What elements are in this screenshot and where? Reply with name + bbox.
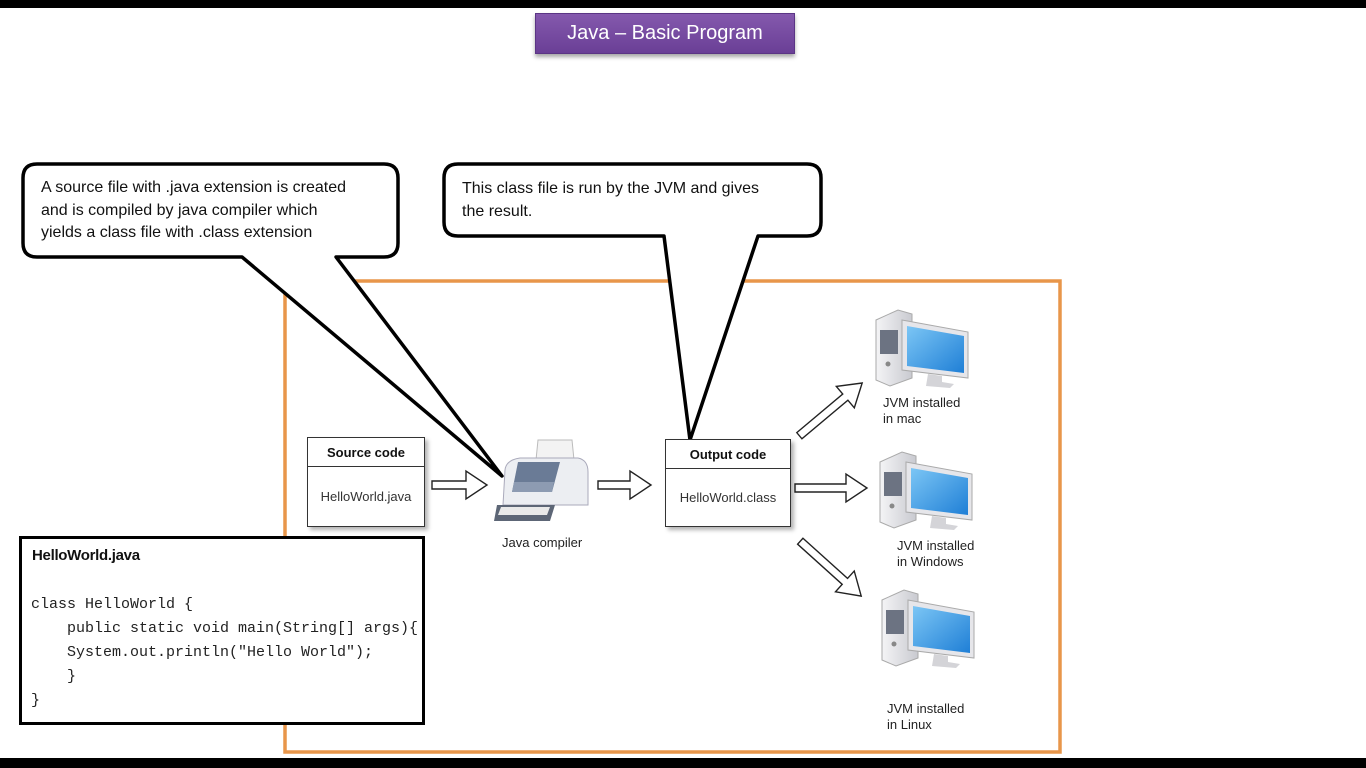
arrow-compiler-to-output (597, 469, 653, 501)
callout-compile-text: A source file with .java extension is cr… (41, 177, 346, 245)
computer-icon-windows (879, 451, 973, 530)
code-line: public static void main(String[] args){ (31, 620, 419, 637)
arrow-output-to-windows (794, 472, 869, 504)
target-line: in mac (883, 411, 922, 426)
callout-line: yields a class file with .class extensio… (41, 224, 313, 241)
computer-icon-mac (875, 309, 969, 388)
callout-bubble-compile (21, 162, 504, 478)
computer-icon-linux (881, 589, 975, 668)
arrow-output-to-mac (795, 382, 864, 440)
callout-line: the result. (462, 202, 533, 220)
target-label-mac: JVM installed in mac (883, 395, 960, 427)
source-code-filename: HelloWorld.java (320, 488, 412, 504)
output-code-filename: HelloWorld.class (679, 489, 777, 505)
callout-bubble-run (442, 162, 823, 442)
code-filename: HelloWorld.java (32, 547, 140, 564)
target-line: in Linux (887, 717, 932, 732)
code-line: class HelloWorld { (31, 596, 194, 613)
code-line: } (31, 692, 41, 709)
code-line: } (31, 668, 77, 685)
compiler-label: Java compiler (502, 535, 583, 550)
target-label-linux: JVM installed in Linux (887, 701, 964, 733)
printer-icon (494, 439, 589, 521)
target-line: JVM installed (897, 538, 975, 553)
top-black-bar (0, 0, 1366, 8)
callout-line: A source file with .java extension is cr… (41, 179, 347, 196)
callout-line: This class file is run by the JVM and gi… (462, 180, 760, 197)
output-code-box: Output code HelloWorld.class (665, 439, 791, 527)
arrow-output-to-linux (796, 537, 863, 597)
target-line: in Windows (897, 554, 964, 569)
slide-title: Java – Basic Program (535, 13, 795, 54)
target-line: JVM installed (887, 701, 965, 716)
code-line: System.out.println("Hello World"); (31, 644, 374, 661)
target-line: JVM installed (883, 395, 961, 410)
bottom-black-bar (0, 758, 1366, 768)
source-code-header: Source code (308, 438, 424, 467)
callout-run-text: This class file is run by the JVM and gi… (462, 178, 759, 223)
output-code-header: Output code (666, 440, 790, 469)
target-label-windows: JVM installed in Windows (897, 538, 974, 570)
arrow-source-to-compiler (431, 469, 489, 501)
callout-line: and is compiled by java compiler which (41, 201, 318, 219)
source-code-box: Source code HelloWorld.java (307, 437, 425, 527)
code-listing-box: HelloWorld.java class HelloWorld { publi… (19, 536, 425, 725)
